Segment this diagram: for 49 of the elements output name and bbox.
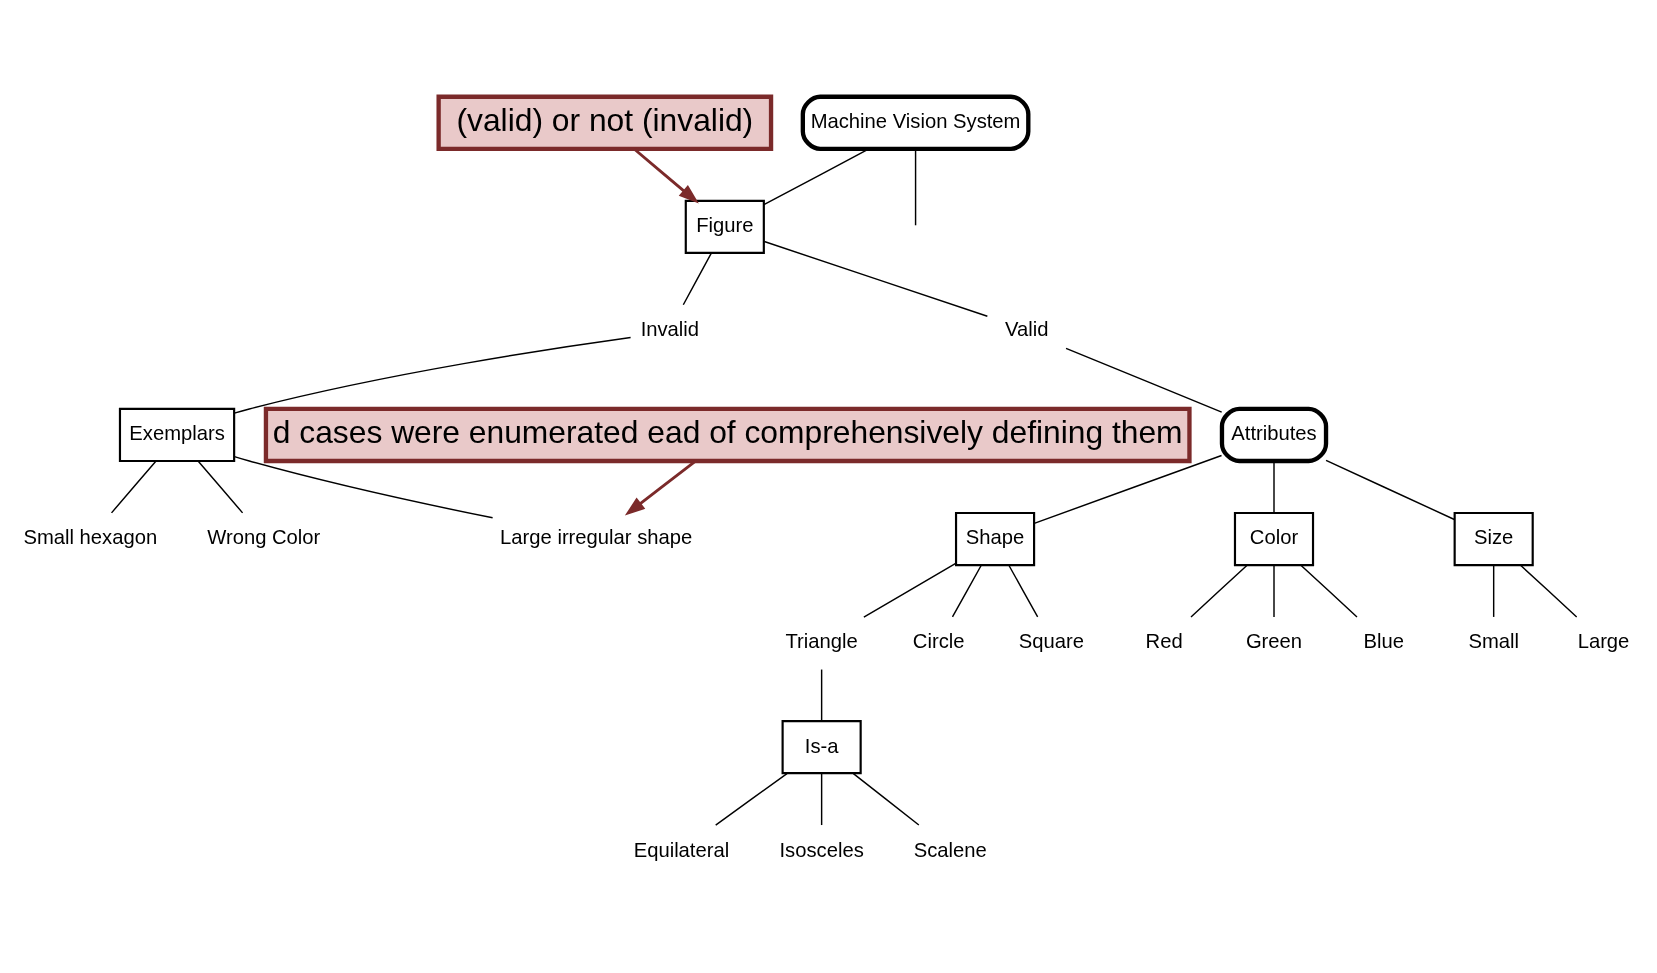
node-text: Valid [1005, 317, 1049, 340]
node-text: Large [1577, 629, 1630, 652]
connector [1033, 454, 1223, 524]
node-box: Attributes [1219, 406, 1329, 463]
connector [1190, 564, 1248, 618]
node-text: Red [1145, 629, 1183, 652]
node-text: Equilateral [633, 838, 730, 861]
node-box: Exemplars [118, 407, 236, 462]
node-text: Wrong Color [207, 525, 321, 548]
node-text: Small hexagon [23, 525, 158, 548]
connector [714, 772, 788, 826]
connector [233, 455, 494, 519]
connector [1065, 347, 1223, 413]
connector [1325, 459, 1456, 520]
connector [1492, 564, 1495, 618]
node-box: (valid) or not (invalid) [436, 94, 774, 151]
node-box: Machine Vision System [800, 94, 1031, 151]
connector [852, 772, 920, 826]
node-text: Isosceles [779, 838, 864, 861]
node-box: Is-a [781, 719, 862, 774]
node-text: Large irregular shape [500, 525, 693, 548]
connector [951, 564, 982, 618]
node-text: Blue [1363, 629, 1405, 652]
connector [1273, 564, 1275, 618]
connector [233, 336, 632, 414]
connector [820, 772, 823, 826]
node-box: Size [1453, 511, 1534, 566]
connector [197, 460, 244, 514]
connector [1520, 564, 1578, 618]
connector [763, 240, 989, 317]
node-box: Shape [954, 511, 1036, 566]
node-box: d cases were enumerated ead of comprehensively defining them [263, 406, 1192, 463]
node-text: Triangle [785, 629, 858, 652]
connector [1008, 564, 1039, 618]
node-text: Square [1018, 629, 1085, 652]
node-box: Color [1233, 511, 1315, 566]
node-text: Green [1245, 629, 1303, 652]
connector [863, 562, 957, 618]
node-text: Small [1468, 629, 1519, 652]
node-text: Scalene [913, 838, 987, 861]
node-box: Figure [684, 199, 765, 254]
connector [1300, 564, 1358, 618]
connector [682, 252, 712, 305]
connector [820, 668, 823, 722]
connector [1273, 460, 1275, 514]
connector [110, 460, 157, 514]
connector [914, 148, 917, 226]
node-text: Invalid [640, 317, 700, 340]
node-text: Circle [912, 629, 965, 652]
